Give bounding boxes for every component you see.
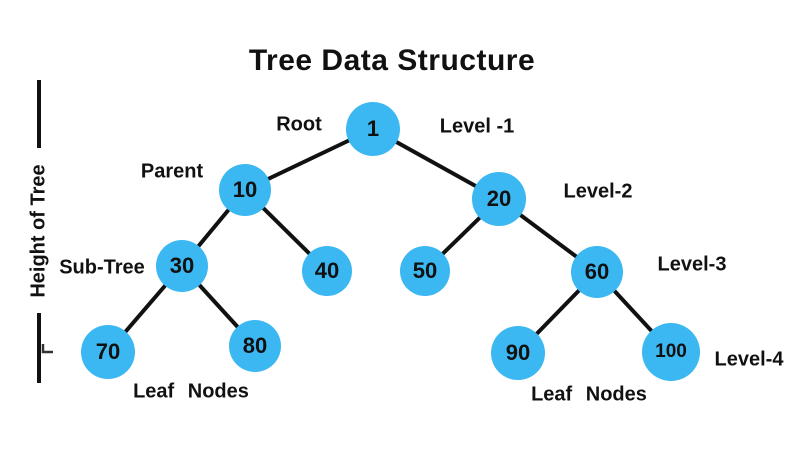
tree-node-30: 30 xyxy=(156,240,208,292)
tree-node-40: 40 xyxy=(302,246,352,296)
tree-node-1: 1 xyxy=(346,102,400,156)
height-axis-corner-tick xyxy=(41,344,53,354)
tree-node-50: 50 xyxy=(400,246,450,296)
label-parent: Parent xyxy=(140,160,204,183)
tree-node-60: 60 xyxy=(571,246,623,298)
diagram-title: Tree Data Structure xyxy=(248,44,536,77)
label-root: Root xyxy=(276,113,322,136)
label-level-2: Level-2 xyxy=(563,180,633,203)
tree-node-100: 100 xyxy=(642,323,700,381)
tree-node-80: 80 xyxy=(229,320,281,372)
label-sub-tree: Sub-Tree xyxy=(59,256,145,279)
label-level-4: Level-4 xyxy=(714,348,784,371)
label-level-1: Level -1 xyxy=(439,115,515,138)
label-leaf-nodes-left: Leaf Nodes xyxy=(133,380,249,403)
label-level-3: Level-3 xyxy=(657,253,727,276)
label-leaf-nodes-right: Leaf Nodes xyxy=(531,383,647,406)
tree-node-10: 10 xyxy=(219,164,271,216)
tree-node-90: 90 xyxy=(491,326,545,380)
tree-node-20: 20 xyxy=(472,172,526,226)
tree-node-70: 70 xyxy=(81,325,135,379)
height-of-tree-axis-label: Height of Tree xyxy=(27,164,50,298)
